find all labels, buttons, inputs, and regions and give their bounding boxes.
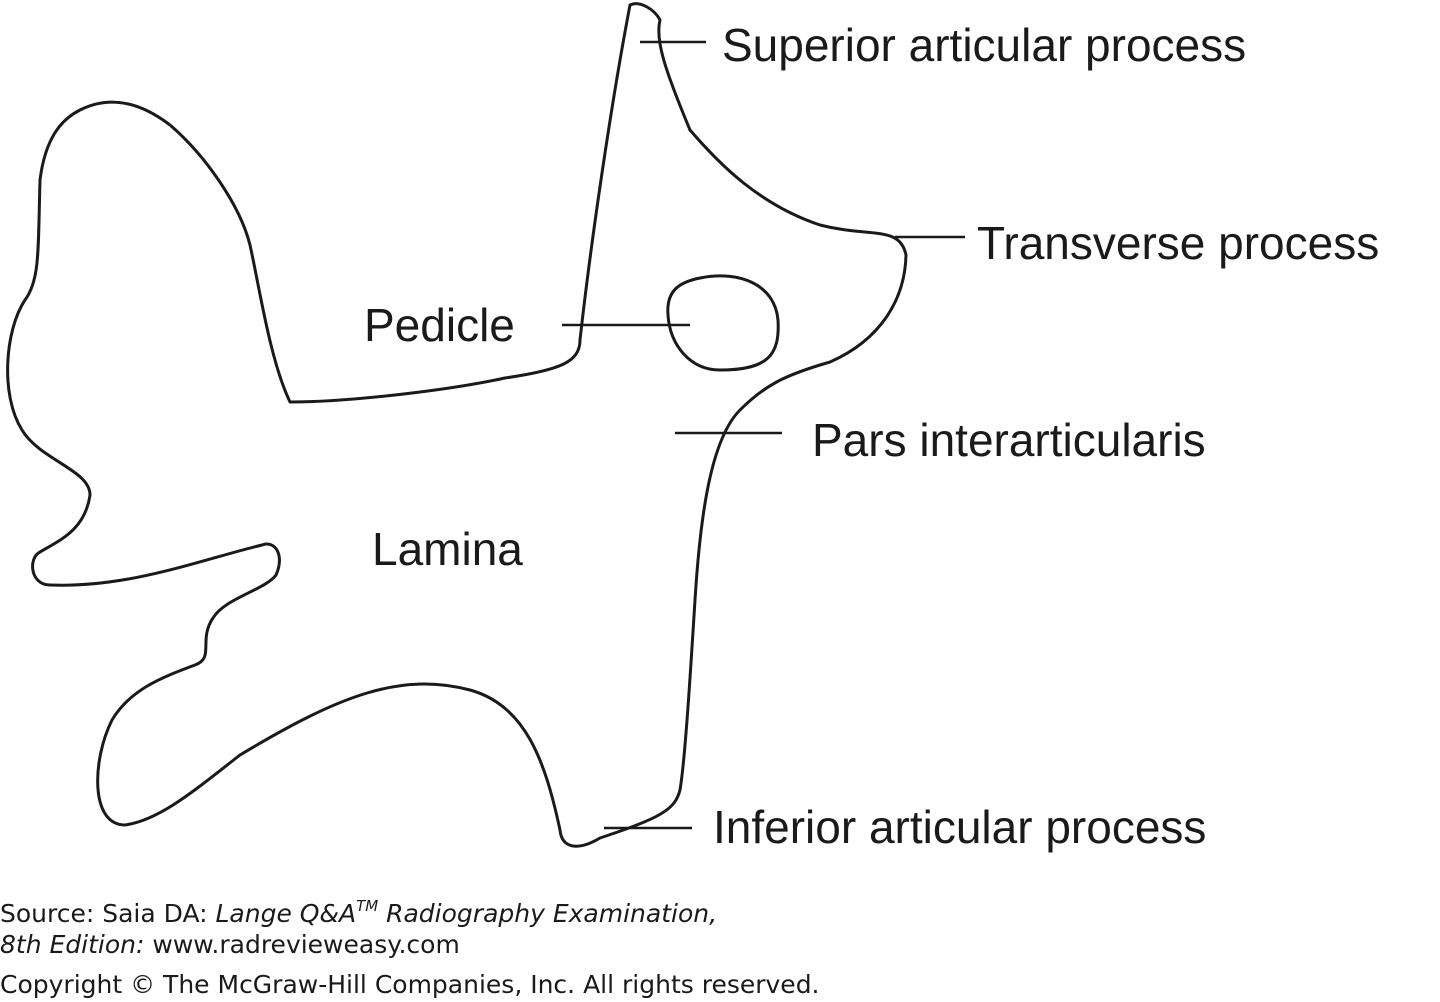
vertebra-outline: [6, 2, 908, 848]
website-text: www.radrevieweasy.com: [144, 930, 460, 959]
label-inferior-articular-process: Inferior articular process: [713, 801, 1206, 853]
source-prefix: Source: Saia DA:: [0, 899, 216, 928]
trademark-mark: TM: [356, 897, 379, 915]
label-pars-interarticularis: Pars interarticularis: [812, 414, 1206, 466]
source-citation-line-2: 8th Edition: www.radrevieweasy.com: [0, 932, 460, 957]
source-citation-line-1: Source: Saia DA: Lange Q&ATM Radiography…: [0, 897, 718, 928]
copyright-notice: Copyright © The McGraw-Hill Companies, I…: [0, 970, 820, 999]
book-title: Lange Q&ATM Radiography Examination,: [215, 897, 718, 928]
label-pedicle: Pedicle: [364, 299, 515, 351]
edition-text: 8th Edition:: [0, 930, 145, 959]
label-transverse-process: Transverse process: [977, 217, 1379, 269]
pedicle-oval: [666, 274, 780, 372]
label-superior-articular-process: Superior articular process: [722, 19, 1246, 71]
label-lamina: Lamina: [372, 523, 523, 575]
